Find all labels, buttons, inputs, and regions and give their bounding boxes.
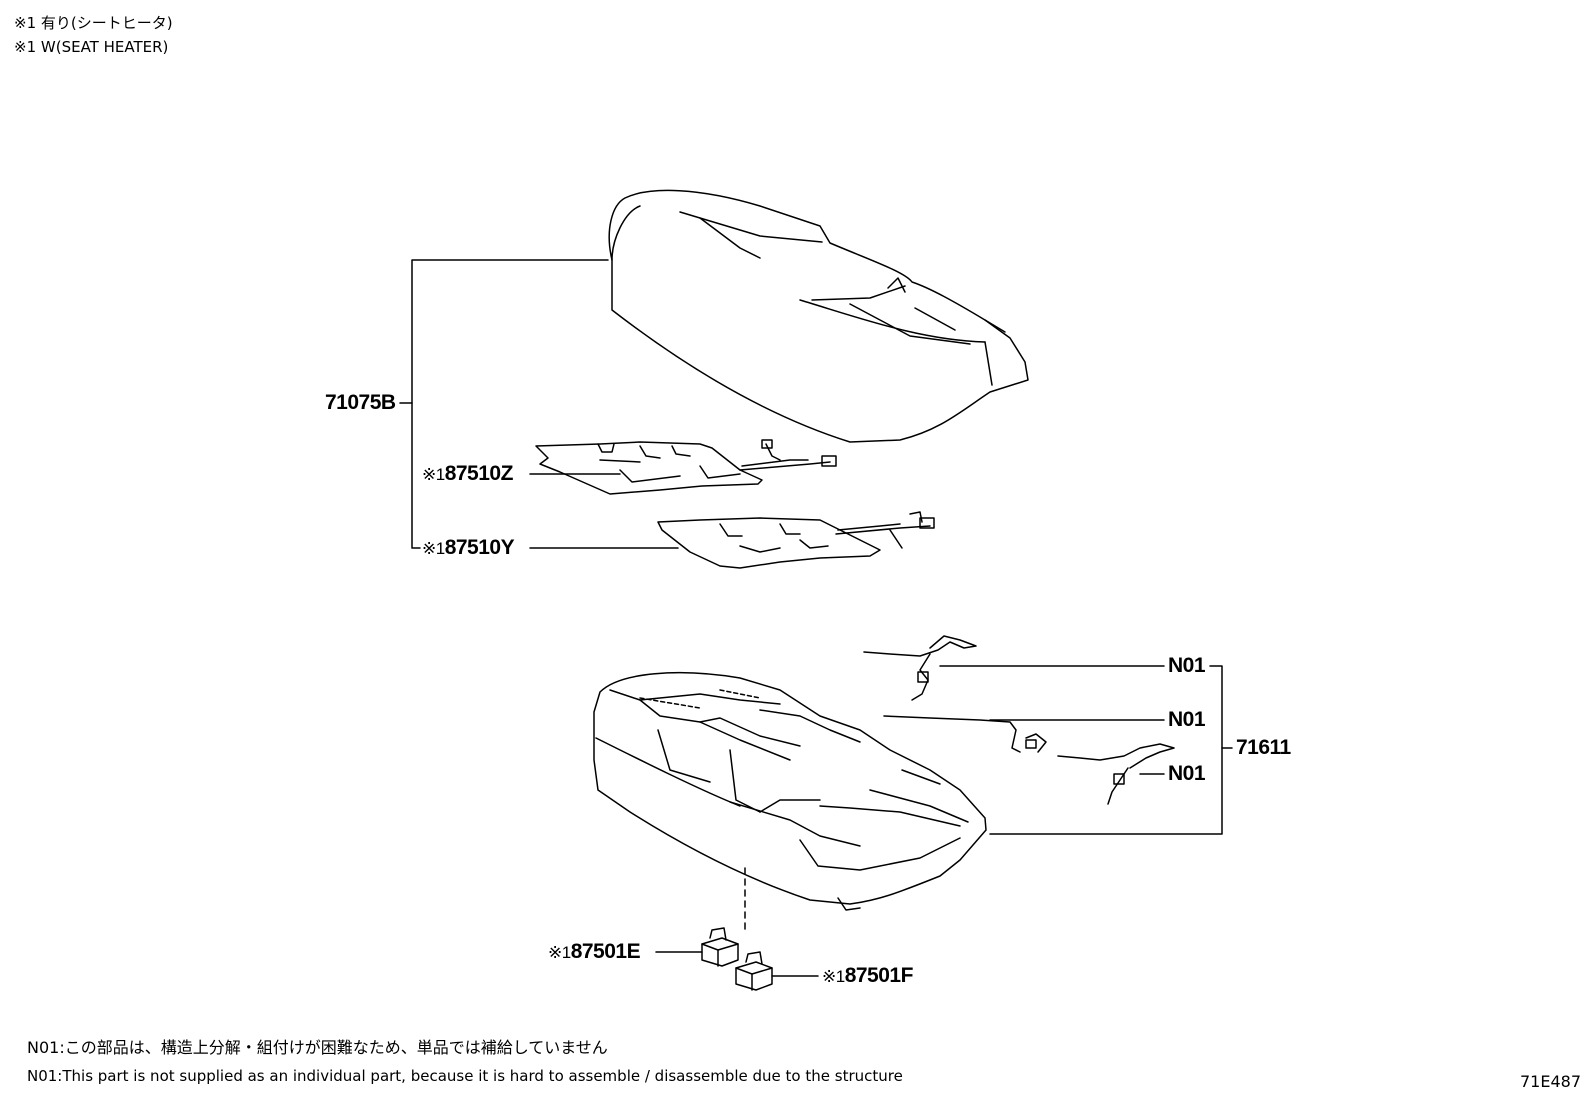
illustration-code: 71E487 xyxy=(1520,1072,1582,1091)
header-note-en: ※1 W(SEAT HEATER) xyxy=(14,38,169,56)
callout-n01-3: N01 xyxy=(1168,762,1206,785)
callout-n01-1: N01 xyxy=(1168,654,1206,677)
part-number: 87510Z xyxy=(444,462,514,485)
part-number: 87510Y xyxy=(444,536,515,559)
wire-harness-2-drawing xyxy=(883,715,1047,753)
switch-87501f-drawing xyxy=(735,951,773,991)
seat-heater-upper-drawing xyxy=(535,439,837,495)
seat-heater-mark: ※1 xyxy=(422,539,445,558)
leader-71611-bottom xyxy=(989,665,1223,835)
callout-87510y: ※187510Y xyxy=(422,536,515,561)
seat-cushion-drawing xyxy=(593,672,987,911)
callout-87501f: ※187501F xyxy=(822,964,913,989)
seat-back-pad-drawing xyxy=(608,189,1029,443)
callout-87510z: ※187510Z xyxy=(422,462,513,487)
wire-harness-1-drawing xyxy=(863,635,977,701)
footnote-en: N01:This part is not supplied as an indi… xyxy=(27,1067,903,1085)
wire-harness-3-drawing xyxy=(1057,743,1175,805)
part-number: 87501F xyxy=(844,964,914,987)
callout-n01-2: N01 xyxy=(1168,708,1206,731)
callout-87501e: ※187501E xyxy=(548,940,641,965)
header-note-jp: ※1 有り(シートヒータ) xyxy=(14,14,173,32)
seat-heater-mark: ※1 xyxy=(422,465,445,484)
seat-heater-mark: ※1 xyxy=(822,967,845,986)
part-number: 87501E xyxy=(570,940,641,963)
callout-71611: 71611 xyxy=(1236,736,1291,759)
callout-71075b: 71075B xyxy=(325,391,396,414)
seat-heater-lower-drawing xyxy=(657,511,935,569)
leader-71075b xyxy=(399,259,609,549)
switch-87501e-drawing xyxy=(701,927,739,967)
seat-heater-mark: ※1 xyxy=(548,943,571,962)
footnote-jp: N01:この部品は、構造上分解・組付けが困難なため、単品では補給していません xyxy=(27,1038,608,1057)
